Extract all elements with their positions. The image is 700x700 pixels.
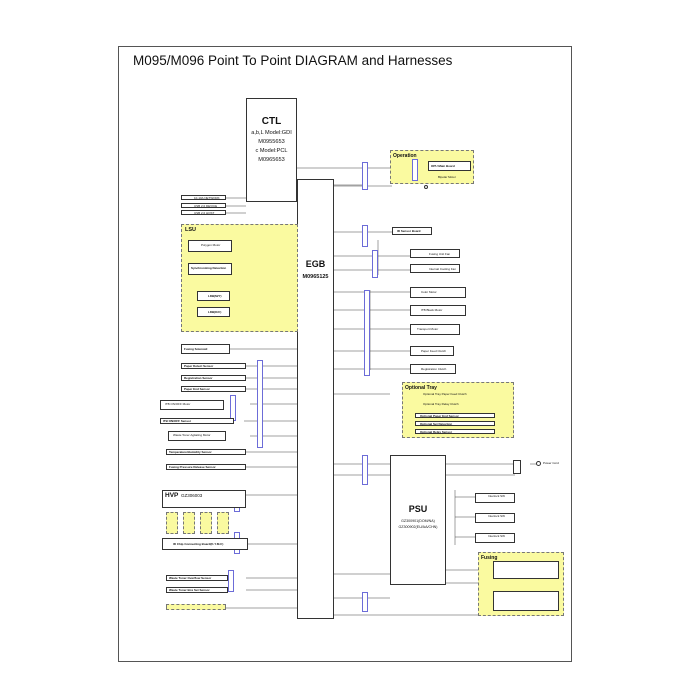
polygon-motor: Polygon Motor	[188, 240, 232, 252]
opu-main-board: OPU Main Board	[428, 161, 471, 171]
waste-toner-box-set-sensor: Waste Toner Box Set Sensor	[166, 587, 228, 593]
paper-end-sensor: Paper End Sensor	[181, 386, 246, 392]
opt-paper-end-sensor: Optional Paper End Sensor	[415, 413, 495, 418]
itb-black-motor: ITB Black Motor	[410, 305, 466, 316]
power-inlet	[513, 460, 521, 474]
ctl-title: CTL	[261, 116, 282, 127]
egb-part: M0965125	[302, 274, 329, 280]
waste-toner-agitating-motor: Waste Toner Agitating Motor	[168, 431, 226, 441]
fusing-unit-fan: Fusing Unit Fan	[410, 249, 460, 258]
ctl-line-2: M0955653	[258, 139, 285, 145]
harness-sensors	[257, 360, 263, 448]
hvp-title: HVP	[165, 492, 179, 499]
harness-ctl-op	[362, 162, 368, 190]
ctl-board: CTL a,b,L Model:GDI M0955653 c Model:PCL…	[246, 98, 297, 202]
fusing-panel: Fusing	[478, 552, 564, 616]
transport-motor: Transport Motor	[410, 324, 460, 335]
interlock-sw-1: Interlock SW	[475, 493, 515, 503]
harness-fans	[372, 250, 378, 278]
harness-psu	[362, 455, 368, 485]
optional-tray-panel: Optional Tray Optional Tray Paper Feed C…	[402, 382, 514, 438]
itb-onoff-motor: ITB ON/OFF Motor	[160, 400, 224, 410]
diagram-title: M095/M096 Point To Point DIAGRAM and Har…	[133, 53, 453, 68]
lsu-panel: LSU Polygon Motor Synchronizing Detectio…	[181, 224, 298, 332]
fusing-solenoid: Fusing Solenoid	[181, 344, 230, 354]
opt-relay-sensor: Optional Relay Sensor	[415, 429, 495, 434]
lsu-title: LSU	[185, 227, 196, 233]
paper-feed-clutch: Paper Feed Clutch	[410, 346, 454, 356]
sync-detection: Synchronizing Detection	[188, 263, 232, 275]
operation-harness	[412, 159, 418, 181]
fusing-pressure-release-sensor: Fusing Pressure Release Sensor	[166, 464, 246, 470]
id-chip-board: ID Chip Connecting Board(K.Y.M.C)	[162, 538, 248, 550]
registration-sensor: Registration Sensor	[181, 375, 246, 381]
color-motor: Color Motor	[410, 287, 466, 298]
itb-onoff-sensor: ITB ON/OFF Sensor	[160, 418, 234, 424]
harness-fusing	[362, 592, 368, 612]
opt-set-detection: Optional Set Detection	[415, 421, 495, 426]
id-sensor-board: ID Sensor Board	[392, 227, 432, 235]
ldb-my: LDB(M/Y)	[197, 291, 230, 301]
psu-title: PSU	[408, 504, 428, 514]
internal-cooling-fan: Internal Cooling Fan	[410, 264, 460, 273]
ldb-kc: LDB(K/C)	[197, 307, 230, 317]
ctl-line-3: c Model:PCL	[255, 148, 288, 154]
hvp-part: GZ306003	[181, 493, 203, 498]
bipolar-motor-icon	[424, 185, 428, 189]
ctl-port-network: 10-10A NETWORK	[181, 195, 226, 200]
hvp-tab-2	[183, 512, 195, 534]
fusing-thermistors	[493, 591, 559, 611]
ctl-port-usb-device: USB 2.0 DEVICE	[181, 203, 226, 208]
harness-motors	[364, 290, 370, 376]
registration-clutch: Registration Clutch	[410, 364, 456, 374]
fusing-title: Fusing	[481, 555, 498, 561]
egb-title: EGB	[305, 259, 326, 269]
interlock-sw-2: Interlock SW	[475, 513, 515, 523]
hvp-tab-3	[200, 512, 212, 534]
hvp-board: HVP GZ306003	[162, 490, 246, 508]
hvp-tab-1	[166, 512, 178, 534]
ctl-port-usb-host: USB 2.0 HOST	[181, 210, 226, 215]
power-cord-label: Power Cord	[543, 461, 559, 465]
hvp-tab-4	[217, 512, 229, 534]
waste-extra-ybox	[166, 604, 226, 610]
psu-line-1: GZ300901(DOM/NA)	[401, 519, 435, 523]
opt-tray-relay-clutch: Optional Tray Relay Clutch	[423, 402, 459, 406]
optional-tray-title: Optional Tray	[405, 385, 437, 391]
ctl-line-4: M0965653	[258, 157, 285, 163]
operation-panel: Operation OPU Main Board Bipolar Motor	[390, 150, 474, 184]
paper-detect-sensor: Paper Detect Sensor	[181, 363, 246, 369]
interlock-sw-3: Interlock SW	[475, 533, 515, 543]
psu-line-2: GZ300902(EU/AA/CHN)	[398, 525, 438, 529]
ctl-line-1: a,b,L Model:GDI	[251, 130, 292, 136]
harness-id-sensor	[362, 225, 368, 247]
waste-toner-overflow-sensor: Waste Toner Overflow Sensor	[166, 575, 228, 581]
opt-tray-feed-clutch: Optional Tray Paper Feed Clutch	[423, 392, 467, 396]
temp-humidity-sensor: Temperature/Humidity Sensor	[166, 449, 246, 455]
harness-waste	[228, 570, 234, 592]
power-cord-plug	[536, 461, 541, 466]
bipolar-motor-label: Bipolar Motor	[438, 175, 456, 179]
psu-board: PSU GZ300901(DOM/NA) GZ300902(EU/AA/CHN)	[390, 455, 446, 585]
operation-title: Operation	[393, 153, 417, 159]
egb-board: EGB M0965125	[297, 179, 334, 619]
fusing-heater	[493, 561, 559, 579]
